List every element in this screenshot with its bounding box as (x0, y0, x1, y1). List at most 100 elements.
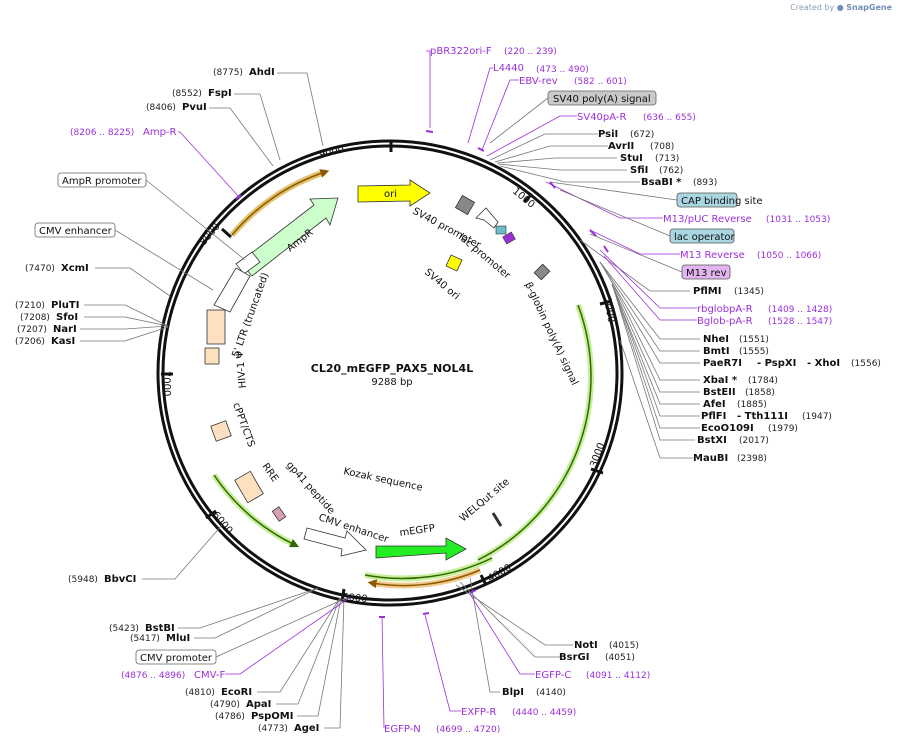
sv40-ori-box (445, 254, 463, 272)
feature-label-welqut: WELQut site (458, 477, 512, 525)
snapgene-logo-icon: ● (836, 3, 844, 12)
sv40-promoter-box (454, 194, 476, 216)
primer-pos-egfp-c: (4091 .. 4112) (586, 671, 650, 681)
enzyme-pos-stui: (713) (655, 154, 679, 164)
orf-arc-top-line (231, 169, 330, 236)
feature-label-kozak: Kozak sequence (342, 466, 423, 494)
enzyme-pos-xbai: (1784) (748, 376, 778, 386)
enzyme-pos-bmti: (1555) (739, 347, 769, 357)
enzyme-name-ecori: EcoRI (221, 687, 252, 698)
feature-label-cppt-cts: cPPT/CTS (230, 401, 256, 448)
primer-name-m13-reverse: M13 Reverse (680, 250, 745, 261)
feature-label-megfp: mEGFP (399, 523, 436, 539)
enzyme-name-pluti: PluTI (51, 300, 79, 311)
enzyme-pos-nari: (7207) (17, 325, 47, 335)
primer-pos-egfp-n: (4699 .. 4720) (436, 725, 500, 735)
enzyme-pos-afei: (1885) (737, 400, 767, 410)
feature-label-bglobin-polya: β-globin poly(A) signal (522, 281, 579, 388)
enzyme-pos-psii: (672) (630, 130, 654, 140)
enzyme-name-blpi: BlpI (502, 687, 524, 698)
cap-site-box (495, 225, 507, 235)
primer-pos-amp-r: (8206 .. 8225) (70, 128, 134, 138)
primer-name-pbr322ori-f: pBR322ori-F (430, 46, 492, 57)
enzyme-pos-pflfi: (1947) (802, 412, 832, 422)
enzyme-name-apai: ApaI (246, 699, 271, 710)
primer-name-ebv-rev: EBV-rev (519, 76, 558, 87)
primer-name-bglob-pa-r: Bglob-pA-R (697, 316, 753, 327)
primer-name-l4440: L4440 (493, 63, 524, 74)
enzyme-pos-maubi: (2398) (737, 454, 767, 464)
primer-pos-m13-puc-reverse: (1031 .. 1053) (766, 215, 830, 225)
enzyme-name-fspi: FspI (208, 88, 232, 99)
enzyme-pos-ecoo109i: (1979) (768, 424, 798, 434)
enzyme-name-bstbi: BstBI (145, 623, 175, 634)
enzyme-pos-apai: (4790) (210, 700, 240, 710)
enzyme-pos-pvui: (8406) (146, 103, 176, 113)
enzyme-pos-bsabi: (893) (693, 178, 717, 188)
primer-name-egfp-n: EGFP-N (384, 724, 421, 735)
enzyme-pos-sfii: (762) (659, 166, 683, 176)
bglobin-polya-box (533, 263, 551, 281)
enzyme-pos-bstxi: (2017) (739, 436, 769, 446)
lac-operator-box (502, 231, 516, 245)
enzyme-name-pspomi: PspOMI (251, 711, 293, 722)
enzyme-pos-bsrgi: (4051) (605, 653, 635, 663)
enzyme-name-bstxi: BstXI (697, 435, 727, 446)
primer-pos-l4440: (473 .. 490) (536, 65, 589, 75)
enzyme-name-mlui: MluI (166, 633, 190, 644)
plasmid-name: CL20_mEGFP_PAX5_NOL4L (311, 362, 473, 375)
enzyme-name-pvui: PvuI (182, 102, 207, 113)
feature-label-ori: ori (384, 189, 397, 200)
orf-arc-bottom-inner-line (367, 569, 481, 589)
tick-label-7000: 7000 (160, 371, 172, 397)
ltr-box (206, 309, 226, 345)
primer-name-cmv-f: CMV-F (194, 670, 225, 681)
enzyme-name-stui: StuI (620, 153, 643, 164)
enzyme-pos-mlui: (5417) (130, 634, 160, 644)
enzyme-name-avrii: AvrII (608, 141, 634, 152)
brand-created-by: Created by (790, 3, 835, 12)
boxed-labels: SV40 poly(A) signal CAP binding site lac… (34, 90, 763, 665)
enzyme-labels-right: PsiI (672) AvrII (708) StuI (713) SfiI (… (502, 129, 881, 698)
primer-leader-lines (178, 50, 697, 729)
enzyme-name-bsabi: BsaBI * (641, 177, 682, 188)
enzyme-leader-lines (80, 72, 700, 729)
enzyme-pos-bstbi: (5423) (109, 624, 139, 634)
primer-marks (235, 130, 609, 618)
plasmid-length: 9288 bp (371, 377, 412, 388)
feature-label-rre: RRE (260, 461, 281, 484)
primer-name-rbglobpa-r: rbglobpA-R (697, 304, 753, 315)
enzyme-labels-left: (8775) AhdI (8552) FspI (8406) PvuI (747… (15, 67, 319, 734)
enzyme-pos-nhei: (1551) (739, 335, 769, 345)
enzyme-name-pflmi: PflMI (693, 286, 721, 297)
enzyme-name-bsrgi: BsrGI (559, 652, 589, 663)
gp41-box (271, 506, 287, 522)
enzyme-name-nhei: NheI (703, 334, 729, 345)
enzyme-pos-xcmi: (7470) (25, 264, 55, 274)
enzyme-name-pflfi: PflFI (701, 411, 726, 422)
brand-app-name: SnapGene (846, 3, 892, 12)
feature-label-gp41: gp41 peptide (284, 460, 337, 517)
enzyme-pos-ahdi: (8775) (213, 68, 243, 78)
orf-arc-right (476, 303, 594, 563)
enzyme-pos-pflmi: (1345) (734, 287, 764, 297)
enzyme-name-xbai: XbaI * (703, 375, 738, 386)
tick-label-4000: 4000 (486, 562, 514, 584)
enzyme-pos-paer7i: (1556) (851, 359, 881, 369)
enzyme-name-paer7i: PaeR7I (703, 358, 742, 369)
box-label-cmv-promoter: CMV promoter (140, 653, 213, 664)
box-label-m13-rev: M13 rev (686, 268, 727, 279)
enzyme-pos-noti: (4015) (609, 641, 639, 651)
enzyme-name-kasi: KasI (51, 336, 75, 347)
box-label-sv40-polya: SV40 poly(A) signal (553, 94, 651, 105)
enzyme-name-nari: NarI (53, 324, 77, 335)
primer-name-egfp-c: EGFP-C (535, 670, 571, 681)
rre-box (234, 470, 264, 504)
welqut-site-mark (491, 512, 503, 527)
enzyme-name-afei: AfeI (703, 399, 726, 410)
enzyme-name-tth111i: - Tth111I (737, 411, 788, 422)
enzyme-name-noti: NotI (574, 640, 598, 651)
enzyme-pos-avrii: (708) (650, 142, 674, 152)
orf-arc-left-line (213, 474, 300, 548)
